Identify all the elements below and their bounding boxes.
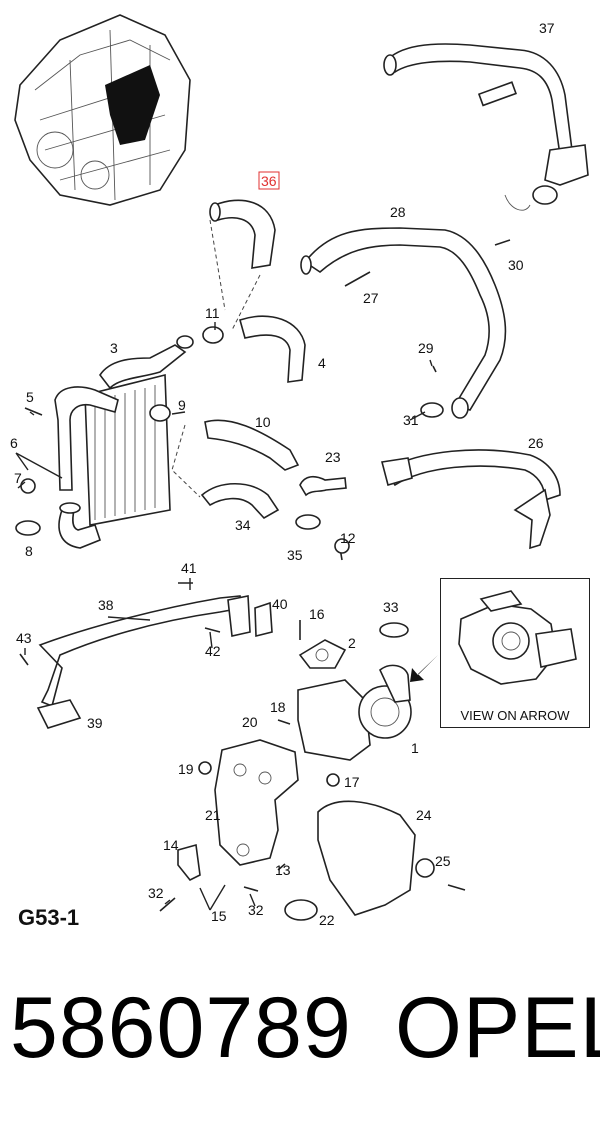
label-17: 17 (344, 774, 360, 790)
turbo-inset-drawing (458, 590, 577, 685)
label-34: 34 (235, 517, 251, 533)
label-8: 8 (25, 543, 33, 559)
pipe-6 (54, 386, 119, 549)
label-1: 1 (411, 740, 419, 756)
pipe-38 (36, 595, 251, 729)
label-32b: 32 (248, 902, 264, 918)
hose-4 (239, 315, 306, 383)
label-10: 10 (255, 414, 271, 430)
hose-36 (209, 199, 276, 269)
label-14: 14 (163, 837, 179, 853)
pipe-23 (299, 475, 347, 497)
label-5: 5 (26, 389, 34, 405)
heat-shield-24 (317, 800, 416, 916)
label-6: 6 (10, 435, 18, 451)
diagram-code: G53-1 (18, 905, 80, 930)
turbocharger-1 (297, 664, 412, 761)
leader-lines (15, 322, 433, 911)
label-11: 11 (205, 305, 220, 321)
label-41: 41 (181, 560, 197, 576)
part-labels: 37 36 28 30 27 11 3 29 4 5 9 31 10 26 6 … (10, 20, 555, 928)
part-number: 5860789 (10, 980, 352, 1076)
label-18: 18 (270, 699, 286, 715)
leader-dashed-34 (171, 424, 201, 498)
label-27: 27 (363, 290, 379, 306)
label-29: 29 (418, 340, 434, 356)
label-42: 42 (205, 643, 221, 659)
label-43: 43 (16, 630, 32, 646)
label-37: 37 (539, 20, 555, 36)
label-30: 30 (508, 257, 524, 273)
manifold-21 (214, 739, 299, 866)
intake-pipe-37 (383, 43, 589, 211)
label-40: 40 (272, 596, 288, 612)
label-25: 25 (435, 853, 451, 869)
engine-thumbnail (14, 14, 191, 206)
label-39: 39 (87, 715, 103, 731)
label-28: 28 (390, 204, 406, 220)
label-16: 16 (309, 606, 325, 622)
label-15: 15 (211, 908, 227, 924)
gasket-40 (254, 601, 273, 638)
label-23: 23 (325, 449, 341, 465)
hose-10 (204, 419, 300, 471)
label-32a: 32 (148, 885, 164, 901)
view-arrow-icon (410, 655, 438, 682)
leader-dashed-36 (209, 219, 261, 331)
label-38: 38 (98, 597, 114, 613)
view-caption: VIEW ON ARROW (460, 708, 570, 723)
label-2: 2 (348, 635, 356, 651)
label-4: 4 (318, 355, 326, 371)
label-20: 20 (242, 714, 258, 730)
bolts (19, 239, 511, 912)
pipe-28 (300, 227, 507, 419)
hose-34 (200, 483, 280, 520)
label-13: 13 (275, 862, 291, 878)
label-33: 33 (383, 599, 399, 615)
label-12: 12 (340, 530, 356, 546)
label-26: 26 (528, 435, 544, 451)
label-35: 35 (287, 547, 303, 563)
brand-name: OPEL (395, 980, 600, 1076)
label-21: 21 (205, 807, 221, 823)
label-9: 9 (178, 397, 186, 413)
highlight-box-36 (258, 171, 280, 190)
label-22: 22 (319, 912, 335, 928)
clamps (15, 326, 444, 921)
bracket-14 (177, 843, 201, 882)
label-3: 3 (110, 340, 118, 356)
intercooler-3 (84, 335, 194, 526)
gasket-2 (298, 639, 347, 669)
label-36: 36 (261, 173, 277, 189)
pipe-26 (381, 449, 561, 550)
view-on-arrow-inset: VIEW ON ARROW (440, 578, 590, 728)
label-7: 7 (14, 470, 22, 486)
label-19: 19 (178, 761, 194, 777)
label-24: 24 (416, 807, 432, 823)
